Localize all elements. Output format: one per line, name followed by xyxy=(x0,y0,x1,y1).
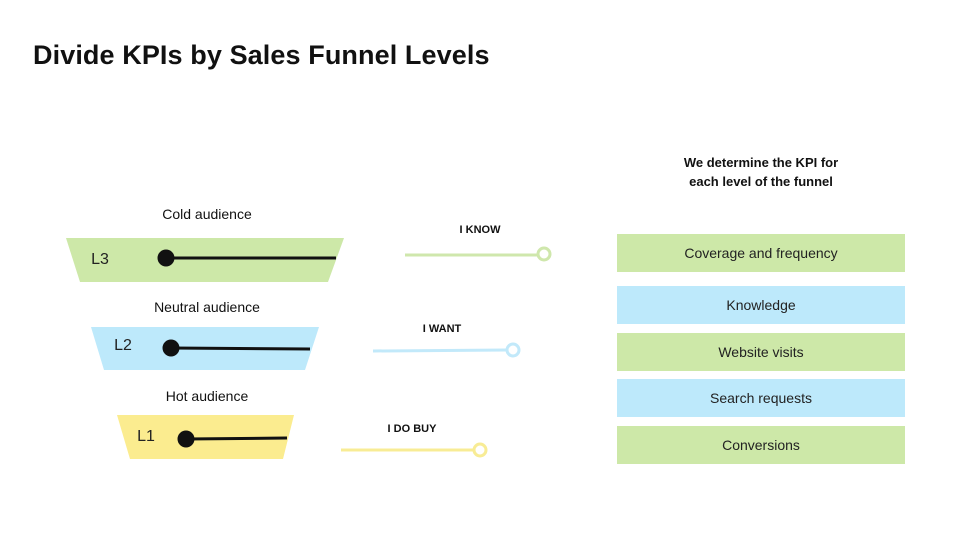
stage-label-know: I KNOW xyxy=(459,224,501,236)
stage-label-buy: I DO BUY xyxy=(387,423,437,435)
connector-buy xyxy=(341,442,488,458)
funnel-level-code-l2: L2 xyxy=(114,337,132,354)
kpi-label: Website visits xyxy=(718,344,804,360)
kpi-box-coverage: Coverage and frequency xyxy=(617,234,905,272)
connector-know xyxy=(405,246,552,262)
kpi-heading: We determine the KPI for each level of t… xyxy=(617,153,905,191)
pointer-l2 xyxy=(162,339,311,357)
kpi-label: Coverage and frequency xyxy=(684,245,838,261)
pointer-l3 xyxy=(157,249,336,267)
kpi-box-conversions: Conversions xyxy=(617,426,905,464)
audience-label-cold: Cold audience xyxy=(162,206,252,222)
page-title: Divide KPIs by Sales Funnel Levels xyxy=(33,40,490,70)
kpi-label: Knowledge xyxy=(726,297,796,313)
kpi-box-knowledge: Knowledge xyxy=(617,286,905,324)
kpi-box-website-visits: Website visits xyxy=(617,333,905,371)
stage-label-want: I WANT xyxy=(422,323,462,335)
kpi-label: Conversions xyxy=(722,437,800,453)
kpi-label: Search requests xyxy=(710,390,812,406)
pointer-l1 xyxy=(177,430,288,448)
funnel-level-code-l3: L3 xyxy=(91,251,109,268)
kpi-heading-line-2: each level of the funnel xyxy=(689,174,833,189)
audience-label-neutral: Neutral audience xyxy=(154,299,260,315)
kpi-heading-line-1: We determine the KPI for xyxy=(683,155,839,170)
audience-label-hot: Hot audience xyxy=(165,388,249,404)
connector-want xyxy=(372,342,521,358)
funnel-level-l3-shape xyxy=(66,238,344,282)
funnel-level-code-l1: L1 xyxy=(137,428,155,445)
kpi-box-search-requests: Search requests xyxy=(617,379,905,417)
funnel-level-l1-shape xyxy=(117,415,294,459)
